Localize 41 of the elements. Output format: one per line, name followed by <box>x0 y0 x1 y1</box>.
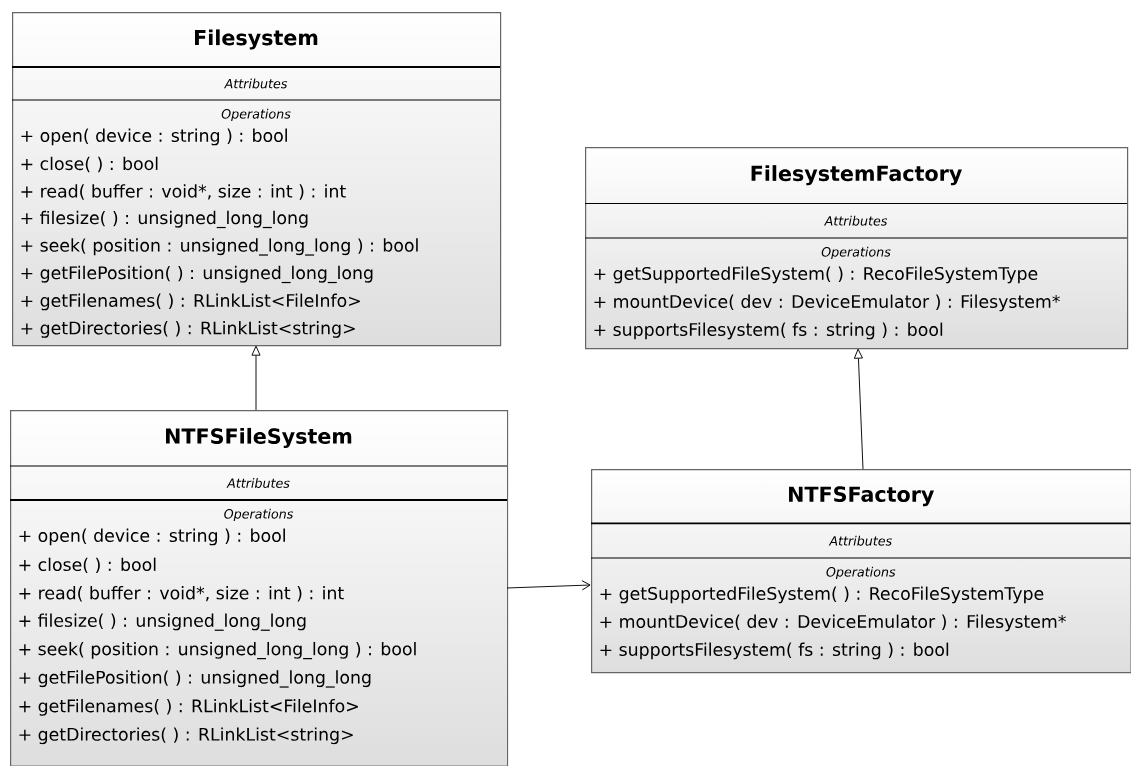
operation-text: + getFilePosition( ) : unsigned_long_long <box>19 670 371 688</box>
class-name: NTFSFactory <box>789 486 934 507</box>
operation-text: + getDirectories( ) : RLinkList<string> <box>19 727 353 745</box>
operation-text: + open( device : string ) : bool <box>21 128 287 146</box>
class-box <box>584 147 1129 350</box>
compartment-label: Attributes <box>226 478 290 488</box>
generalization-arrow <box>853 348 864 470</box>
operation-text: + mountDevice( dev : DeviceEmulator ) : Filesystem* <box>600 614 1066 632</box>
operation-text: + filesize( ) : unsigned_long_long <box>21 210 308 229</box>
operation-text: + supportsFilesystem( fs : string ) : bool <box>594 322 943 340</box>
compartment-label: Attributes <box>823 215 888 226</box>
operation-text: + read( buffer : void*, size : int ) : int <box>19 586 344 602</box>
compartment-label: Attributes <box>223 78 288 89</box>
class-box <box>590 469 1131 674</box>
compartment-label: Operations <box>821 246 891 260</box>
compartment-label: Operations <box>826 566 896 580</box>
compartment-label: Operations <box>224 508 294 522</box>
operation-text: + seek( position : unsigned_long_long ) : bool <box>19 641 416 660</box>
operation-text: + filesize( ) : unsigned_long_long <box>19 613 306 631</box>
operation-text: + close( ) : bool <box>19 557 156 574</box>
compartment-label: Attributes <box>828 535 892 546</box>
operation-text: + open( device : string ) : bool <box>19 528 285 546</box>
operation-text: + mountDevice( dev : DeviceEmulator ) : Filesystem* <box>594 294 1060 312</box>
class-name: NTFSFileSystem <box>166 427 352 449</box>
operation-text: + supportsFilesystem( fs : string ) : bool <box>600 642 949 660</box>
operation-text: + getSupportedFileSystem( ) : RecoFileSystemType <box>594 266 1038 284</box>
operation-text: + getFilenames( ) : RLinkList<FileInfo> <box>21 293 360 311</box>
class-box <box>11 12 502 347</box>
class-name: Filesystem <box>195 29 318 50</box>
compartment-label: Operations <box>221 108 291 122</box>
operation-text: + read( buffer : void*, size : int ) : int <box>21 184 346 200</box>
operation-text: + getFilePosition( ) : unsigned_long_long <box>21 265 373 284</box>
class-name: FilesystemFactory <box>751 165 962 186</box>
class-box <box>9 410 509 766</box>
association-arrow <box>506 580 591 591</box>
generalization-arrow <box>251 345 261 411</box>
operation-text: + close( ) : bool <box>21 156 158 173</box>
operation-text: + seek( position : unsigned_long_long ) : bool <box>21 238 418 256</box>
operation-text: + getDirectories( ) : RLinkList<string> <box>21 321 355 338</box>
operation-text: + getSupportedFileSystem( ) : RecoFileSystemType <box>600 586 1044 604</box>
operation-text: + getFilenames( ) : RLinkList<FileInfo> <box>19 699 358 716</box>
